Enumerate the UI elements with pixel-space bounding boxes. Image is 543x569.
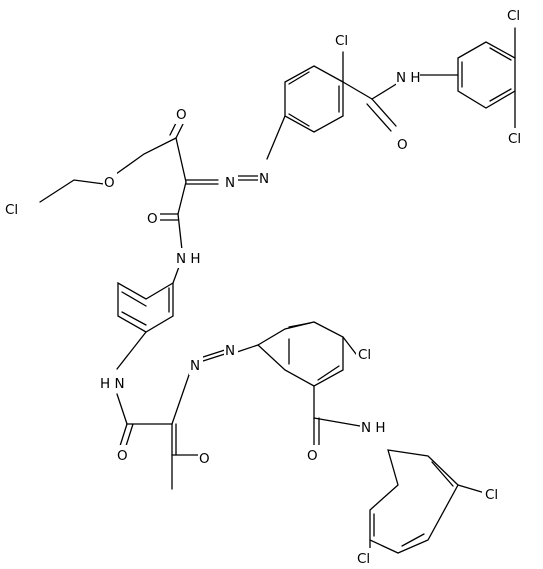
atom-label: Cl (504, 128, 530, 148)
atom-label: O (396, 134, 410, 154)
atom-label-layer: Cl Cl Cl N H O N N O (3, 5, 530, 568)
svg-text:Cl: Cl (508, 131, 521, 147)
svg-text:Cl: Cl (507, 8, 520, 24)
svg-text:Cl: Cl (357, 551, 370, 567)
svg-text:Cl: Cl (5, 202, 18, 218)
atom-label: O (146, 208, 160, 228)
svg-text:O: O (117, 448, 128, 464)
atom-label: N H (396, 67, 421, 87)
svg-text:O: O (176, 107, 187, 123)
atom-label: Cl (356, 548, 382, 568)
bond-layer (39, 27, 516, 554)
atom-label: Cl (356, 344, 382, 364)
svg-text:O: O (397, 137, 408, 153)
svg-text:Cl: Cl (335, 33, 348, 49)
atom-label: O (103, 172, 117, 192)
svg-text:Cl: Cl (485, 487, 498, 503)
atom-label: N H (360, 417, 386, 437)
atom-label: O (175, 104, 189, 124)
atom-label: H N (99, 373, 127, 393)
svg-text:N: N (225, 343, 235, 359)
svg-text:N: N (225, 175, 235, 191)
svg-text:O: O (199, 451, 210, 467)
svg-text:N: N (259, 171, 269, 187)
atom-label: Cl (3, 199, 29, 219)
atom-label: Cl (482, 484, 508, 504)
atom-label: N H (176, 248, 202, 268)
svg-text:N H: N H (396, 70, 421, 86)
atom-label: O (198, 448, 212, 468)
atom-label: O (116, 445, 130, 465)
atom-label: N (189, 355, 203, 375)
svg-text:N H: N H (361, 420, 386, 436)
atom-label: O (306, 445, 320, 465)
svg-text:H N: H N (100, 376, 125, 392)
svg-text:N: N (190, 358, 200, 374)
atom-label: Cl (331, 30, 357, 50)
svg-text:N H: N H (176, 251, 201, 267)
svg-text:O: O (147, 211, 158, 227)
atom-label: N (258, 168, 272, 188)
svg-text:O: O (104, 175, 115, 191)
atom-label: Cl (503, 5, 529, 25)
atom-label: N (224, 340, 238, 360)
svg-text:Cl: Cl (358, 347, 371, 363)
svg-text:O: O (307, 448, 318, 464)
atom-label: N (224, 172, 238, 192)
